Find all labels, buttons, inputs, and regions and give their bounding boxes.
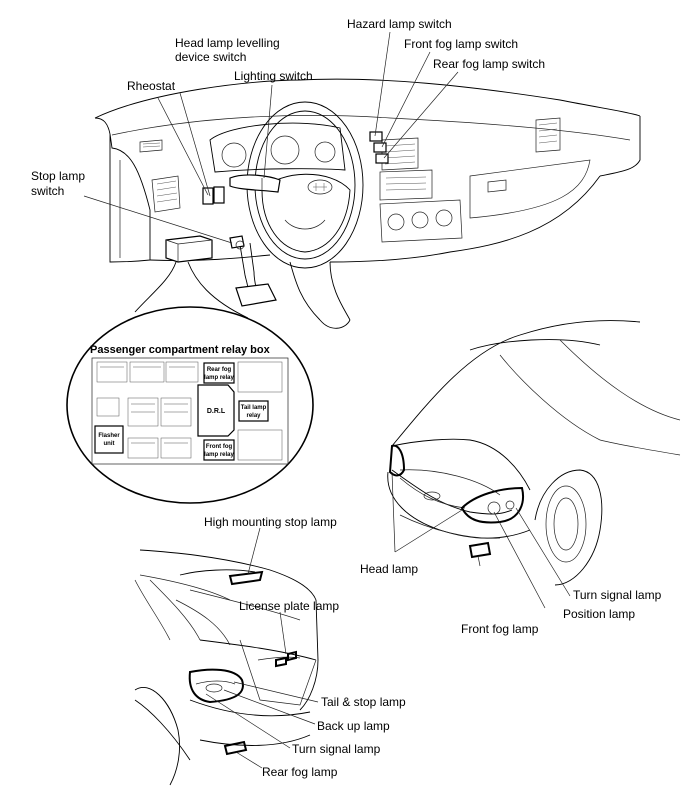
license-plate-lamp-1 [275,656,287,668]
label-hazard-lamp-switch: Hazard lamp switch [347,17,452,31]
front-fog-relay-label-2: lamp relay [204,452,234,458]
flasher-unit [94,425,124,454]
tail-relay-label-2: relay [246,413,261,419]
high-mounting-stop-lamp [228,570,264,586]
drl-module [197,384,235,437]
label-license-plate-lamp: License plate lamp [239,599,339,613]
license-plate-lamp-2 [287,650,297,662]
rear-combination-lamp [188,668,244,704]
front-fog-lamp [468,541,492,559]
rear-fog-relay-label-1: Rear fog [207,367,232,373]
callout-line-left [134,261,177,313]
head-lamp-right [460,486,524,524]
front-fog-lamp-relay [203,439,235,461]
relay-box-title: Passenger compartment relay box [90,344,271,356]
label-tail-stop-lamp: Tail & stop lamp [321,695,406,709]
front-fog-relay-label-1: Front fog [206,444,233,450]
callout-line-right [187,261,249,319]
label-front-fog-lamp-switch: Front fog lamp switch [404,37,518,51]
label-back-up-lamp: Back up lamp [317,719,390,733]
front-car-illustration [387,320,681,609]
label-head-lamp-levelling-1: Head lamp levelling [175,36,280,50]
rear-fog-lamp [223,740,248,756]
diagram-labels: Hazard lamp switch Front fog lamp switch… [31,17,662,779]
drl-label: D.R.L [207,408,226,415]
label-turn-signal-lamp-rear: Turn signal lamp [292,742,381,756]
dashboard-illustration [83,31,641,329]
label-rear-fog-lamp-switch: Rear fog lamp switch [433,57,545,71]
label-front-fog-lamp: Front fog lamp [461,622,539,636]
label-lighting-switch: Lighting switch [234,69,313,83]
label-turn-signal-lamp-front: Turn signal lamp [573,588,662,602]
tail-relay-label-1: Tail lamp [241,405,267,411]
tail-lamp-relay [238,400,269,422]
rear-car-illustration [134,527,319,786]
label-rear-fog-lamp: Rear fog lamp [262,765,338,779]
flasher-label-1: Flasher [98,433,120,439]
label-high-mounting-stop-lamp: High mounting stop lamp [204,515,337,529]
label-stop-lamp-switch-1: Stop lamp [31,169,85,183]
flasher-label-2: unit [104,441,115,447]
label-stop-lamp-switch-2: switch [31,184,64,198]
label-position-lamp: Position lamp [563,607,635,621]
label-head-lamp-levelling-2: device switch [175,50,246,64]
label-rheostat: Rheostat [127,79,176,93]
rear-fog-lamp-relay [203,362,235,384]
rear-fog-relay-label-2: lamp relay [204,375,234,381]
head-lamp-left [388,444,406,477]
relay-box-callout: Passenger compartment relay box Rear fog… [66,306,314,504]
label-head-lamp: Head lamp [360,562,418,576]
